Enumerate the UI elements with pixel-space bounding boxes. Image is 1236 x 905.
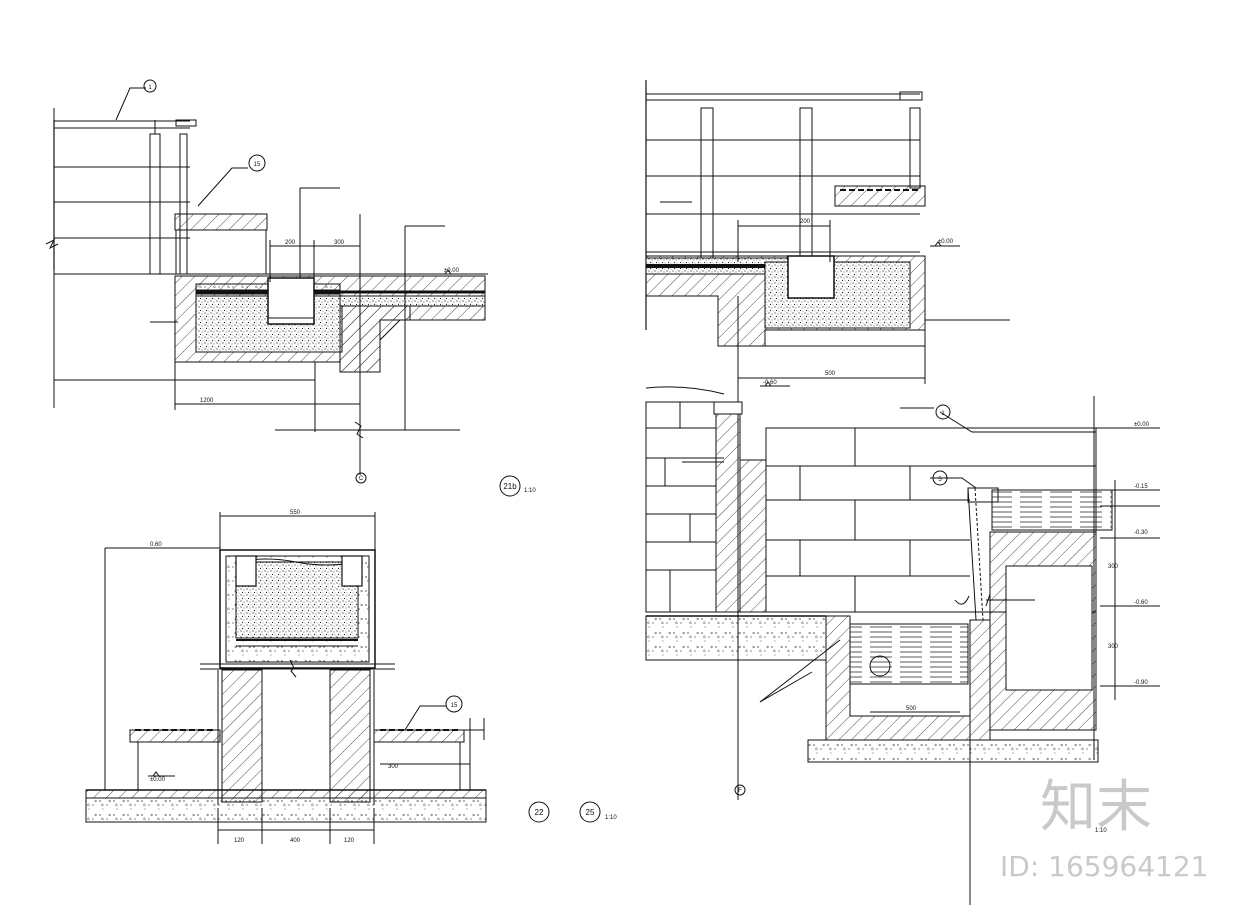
detail-22-section — [85, 512, 487, 844]
watermark-logo: 知末 — [1040, 775, 1152, 840]
dimension-label: 1200 — [200, 398, 214, 404]
elevation-label: ±0.00 — [1134, 422, 1150, 428]
callout-circle — [143, 79, 157, 93]
callout-number: 1 — [148, 85, 152, 91]
elevation-label: -0.60 — [763, 380, 777, 386]
detail-number: 21b — [503, 482, 517, 491]
elevation-label: ±0.00 — [150, 777, 166, 783]
detail-scale: 1:10 — [1095, 828, 1107, 834]
callout-circle — [932, 470, 948, 486]
dimension-label: 200 — [800, 219, 811, 225]
detail-upper-right-section — [645, 80, 1010, 800]
elevation-label: -0.15 — [1134, 484, 1148, 490]
watermark-id: ID: 165964121 — [1000, 850, 1208, 883]
callout-circle — [248, 154, 266, 172]
dimension-label: 300 — [1108, 564, 1119, 570]
callout-circle — [935, 404, 951, 420]
detail-marker-25 — [579, 801, 601, 823]
elevation-label: ±0.00 — [444, 268, 460, 274]
dimension-label: 550 — [290, 510, 301, 516]
callout-number: 5 — [938, 477, 942, 483]
dimension-label: 300 — [388, 764, 399, 770]
dimension-label: 500 — [906, 706, 917, 712]
elevation-label: ±0.00 — [938, 239, 954, 245]
grid-bubble — [734, 784, 746, 796]
grid-label: F — [738, 788, 742, 794]
dimension-label: 400 — [290, 838, 301, 844]
dimension-label: 500 — [825, 371, 836, 377]
callout-circle — [445, 695, 463, 713]
elevation-label: -0.30 — [1134, 530, 1148, 536]
detail-number: 25 — [586, 808, 595, 817]
dimension-label: 300 — [334, 240, 345, 246]
detail-pool-section — [645, 381, 1160, 905]
detail-marker-21b — [499, 475, 521, 497]
dimension-label: 300 — [1108, 644, 1119, 650]
grid-label: C — [359, 476, 364, 482]
callout-number: 15 — [254, 162, 261, 168]
elevation-label: 0.60 — [150, 542, 162, 548]
elevation-label: -0.90 — [1134, 680, 1148, 686]
callout-number: 15 — [451, 703, 458, 709]
grid-bubble — [355, 472, 367, 484]
detail-scale: 1:10 — [605, 815, 617, 821]
detail-number: 22 — [535, 808, 544, 817]
dimension-label: 200 — [285, 240, 296, 246]
detail-scale: 1:10 — [524, 488, 536, 494]
detail-marker-22 — [528, 801, 550, 823]
dimension-label: 120 — [234, 838, 245, 844]
elevation-label: -0.60 — [1134, 600, 1148, 606]
callout-number: 1 — [941, 411, 945, 417]
detail-21b-section — [45, 87, 488, 475]
dimension-label: 120 — [344, 838, 355, 844]
